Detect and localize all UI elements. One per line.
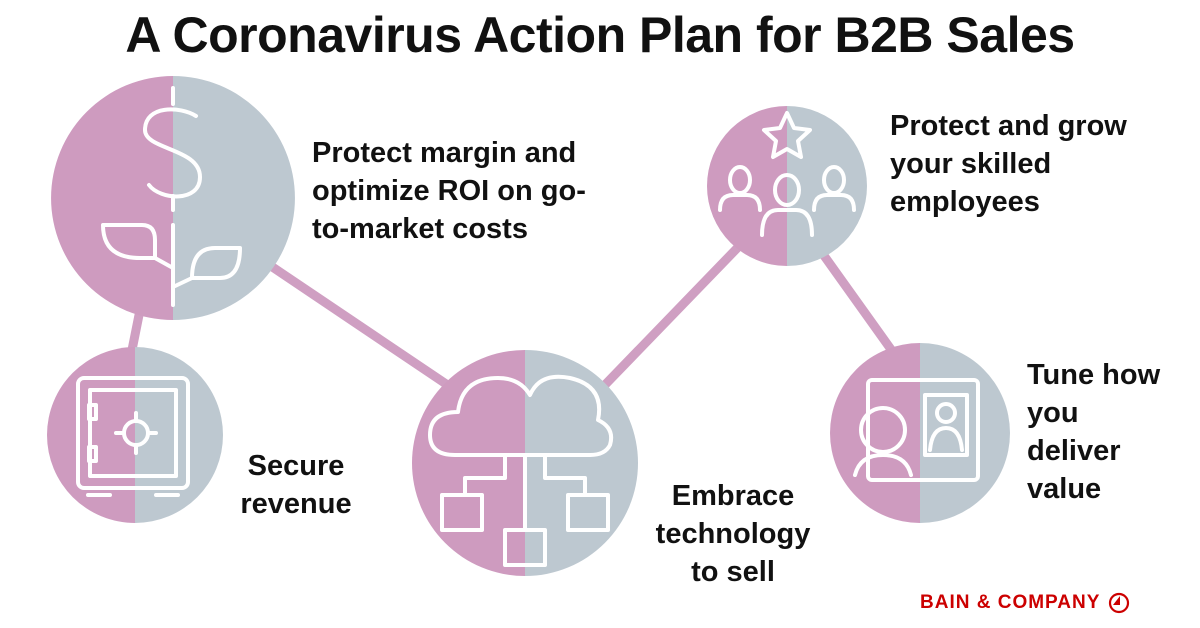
brand-name: BAIN & COMPANY [920, 592, 1101, 613]
connector [595, 235, 750, 395]
page-title: A Coronavirus Action Plan for B2B Sales [125, 7, 1075, 63]
video-call-icon [853, 378, 980, 482]
brand-mark-icon [1109, 592, 1130, 614]
step-label-revenue: Secure revenue [240, 450, 352, 520]
safe-icon [76, 376, 190, 497]
connector [815, 245, 900, 360]
cloud-network-icon [428, 374, 614, 567]
brand-logo: BAIN & COMPANY [920, 592, 1130, 614]
step-circle-2 [47, 347, 223, 523]
step-label-employees: Protect and grow your skilled employees [890, 110, 1127, 218]
connector [260, 257, 460, 395]
step-label-margin: Protect margin and optimize ROI on go-to… [312, 137, 586, 245]
team-star-icon [718, 111, 856, 237]
step-circle-5 [830, 343, 1010, 523]
dollar-plant-icon [101, 86, 242, 307]
step-label-value: Tune how you deliver value [1027, 359, 1161, 505]
step-label-technology: Embrace technology to sell [655, 480, 811, 588]
